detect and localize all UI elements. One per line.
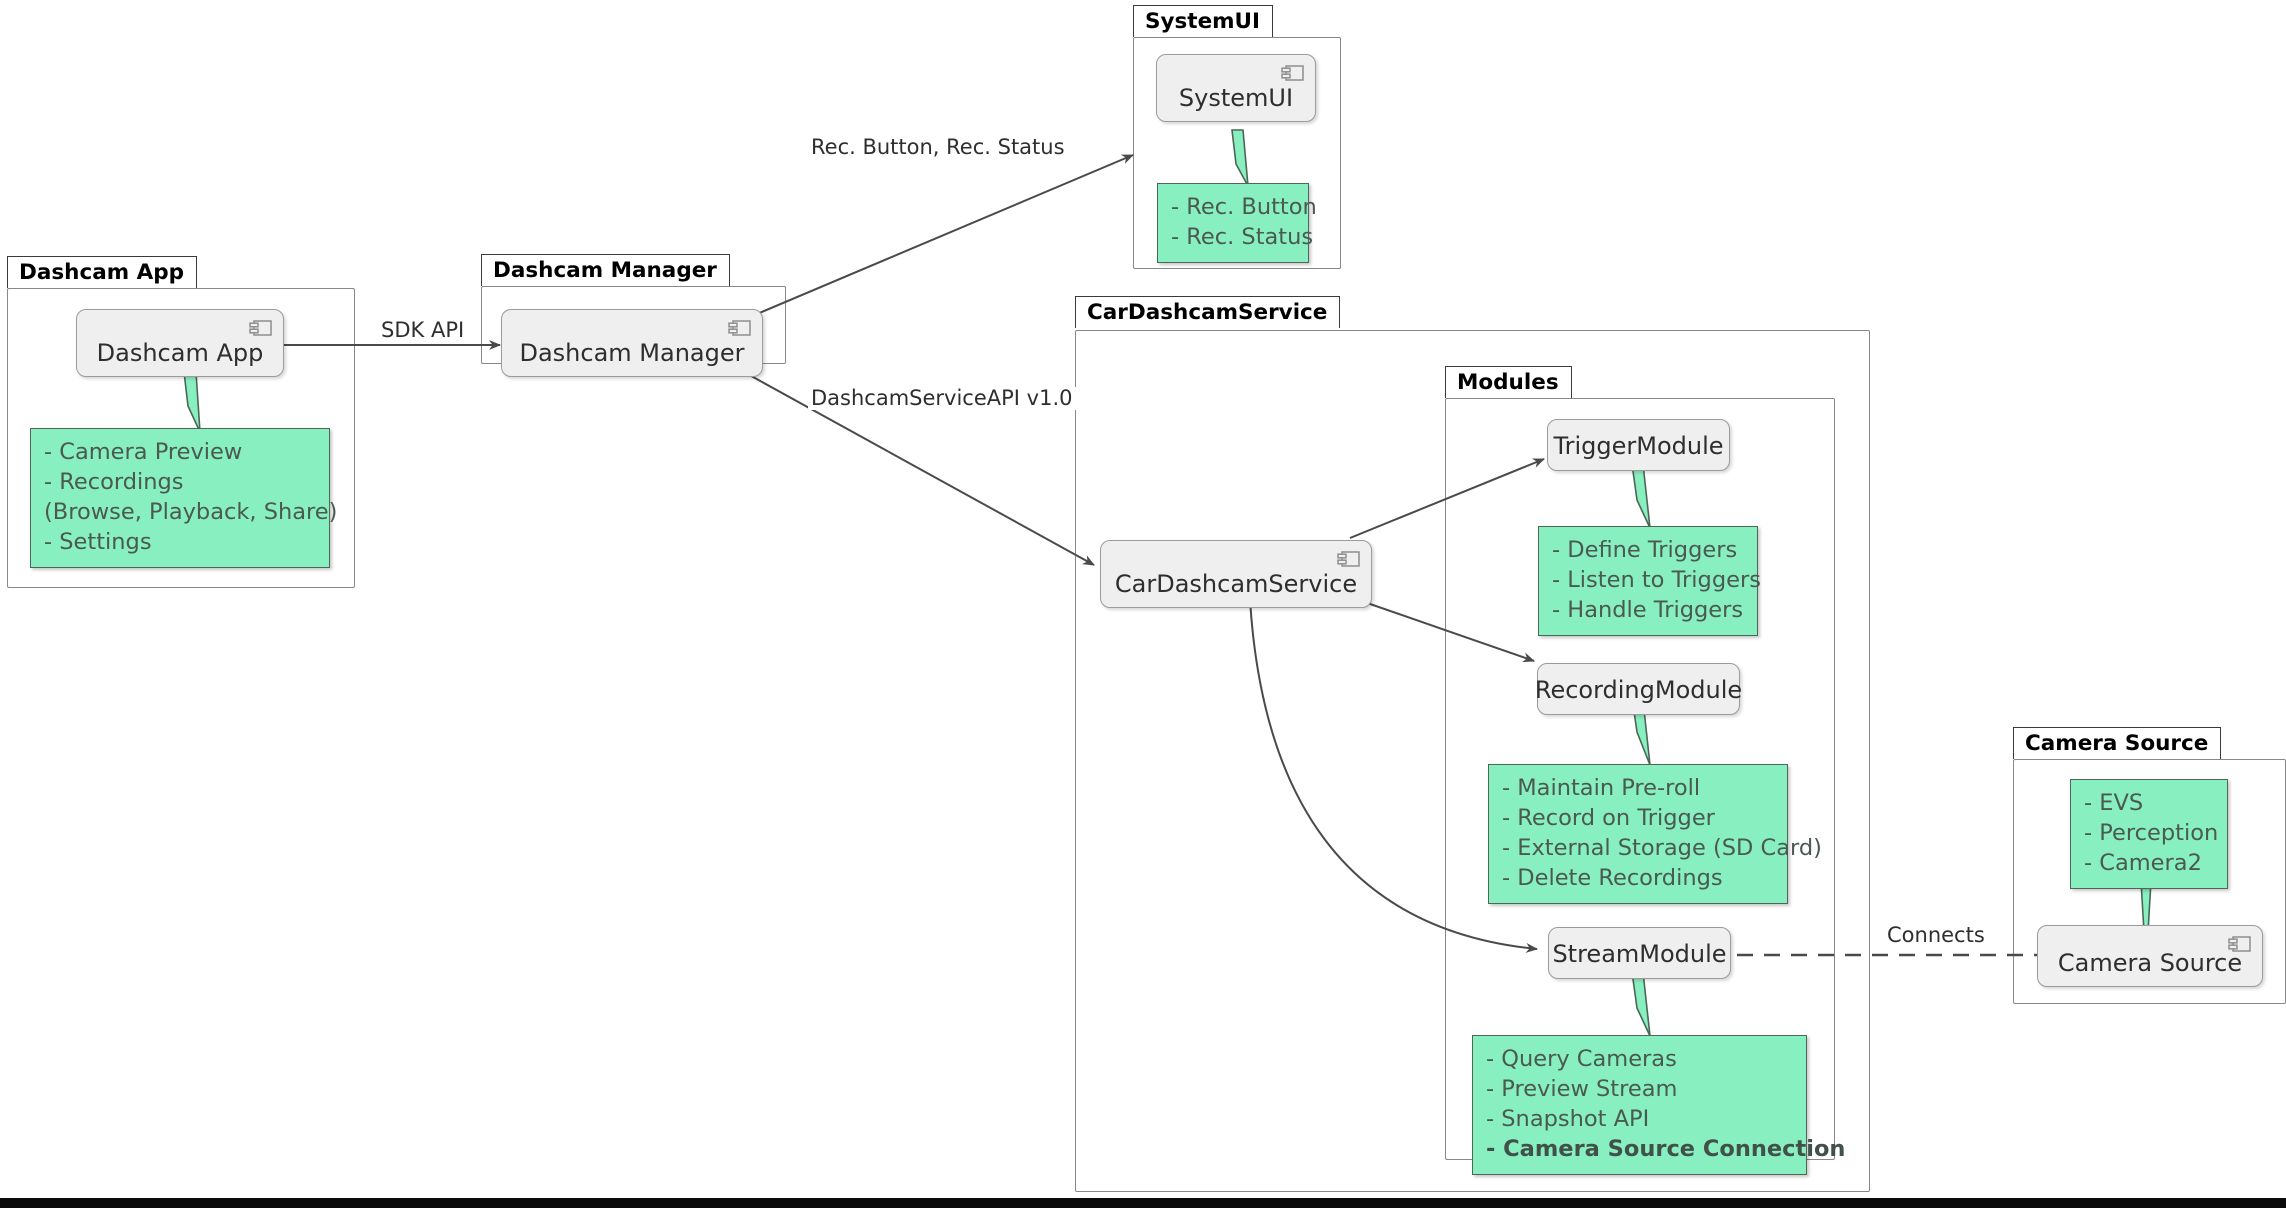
note-line: - Camera Source Connection [1486,1135,1846,1162]
component-triggermodule-label: TriggerModule [1553,432,1724,460]
edge-label-text: DashcamServiceAPI v1.0 [811,386,1073,410]
note-line: - Handle Triggers [1552,596,1744,623]
component-dashcam-app-label: Dashcam App [96,339,264,367]
edge-to-streammodule-line [1249,599,1538,953]
uml-component-icon [1337,551,1360,567]
edge-to-recordingmodule-line [1349,596,1535,663]
bottom-bar [0,1198,2286,1208]
edge-label-text: SDK API [381,318,465,342]
package-modules-tab: Modules [1445,366,1572,399]
note-line: - Rec. Button [1171,194,1317,220]
note-line: - Snapshot API [1486,1105,1650,1132]
component-streammodule-label: StreamModule [1552,940,1727,968]
note-line: (Browse, Playback, Share) [44,498,338,525]
component-dashcam-manager[interactable]: Dashcam Manager [501,309,763,377]
package-dashcam-manager-label: Dashcam Manager [493,258,717,283]
component-triggermodule[interactable]: TriggerModule [1547,419,1730,471]
note-recording-module: - Maintain Pre-roll - Record on Trigger … [1488,764,1822,904]
package-dashcam-app-label: Dashcam App [19,260,185,285]
component-camera-source-label: Camera Source [2057,949,2243,977]
component-systemui-label: SystemUI [1178,84,1294,112]
note-line: - Record on Trigger [1502,804,1715,831]
package-dashcam-app-body [7,288,355,588]
package-dashcam-manager-tab: Dashcam Manager [481,254,730,287]
edge-label-text: Rec. Button, Rec. Status [811,135,1065,159]
component-dashcam-app[interactable]: Dashcam App [76,309,284,377]
note-line: - Recordings [44,468,184,495]
package-dashcam-app-tab: Dashcam App [7,256,198,289]
note-anchor-dashcam-app [183,371,201,433]
note-systemui: - Rec. Button - Rec. Status [1157,183,1317,263]
package-cardashcamservice-body [1075,330,1870,1192]
note-line: - Camera Preview [44,439,243,465]
uml-component-icon [249,320,272,336]
package-cardashcamservice-label: CarDashcamService [1087,300,1328,325]
package-camera-source-label: Camera Source [2025,731,2209,756]
note-camera-source: - EVS - Perception - Camera2 [2070,779,2228,889]
edge-dashcamserviceapi-line [743,371,1095,566]
package-systemui-body [1133,37,1341,269]
note-trigger-module: - Define Triggers - Listen to Triggers -… [1538,526,1761,636]
component-dashcam-manager-label: Dashcam Manager [519,339,745,367]
note-line: - EVS [2084,790,2144,816]
component-cardashcamservice-label: CarDashcamService [1114,570,1358,598]
package-modules-label: Modules [1457,370,1559,395]
edge-label-sdk-api: SDK API [378,318,468,342]
note-line: - Settings [44,528,152,555]
edge-label-text: Connects [1887,923,1985,947]
note-line: - Query Cameras [1486,1046,1677,1072]
edge-to-triggermodule-line [1349,458,1545,539]
note-stream-module: - Query Cameras - Preview Stream - Snaps… [1472,1035,1846,1175]
component-recordingmodule-label: RecordingModule [1534,676,1743,704]
package-systemui-tab: SystemUI [1133,5,1274,38]
component-streammodule[interactable]: StreamModule [1548,927,1731,979]
package-camera-source-tab: Camera Source [2013,727,2222,760]
package-cardashcamservice-tab: CarDashcamService [1075,296,1341,329]
note-anchor-trigger-module [1631,463,1651,529]
edge-label-connects: Connects [1884,924,1988,947]
uml-component-icon [728,320,751,336]
component-recordingmodule[interactable]: RecordingModule [1534,663,1743,715]
note-line: - Delete Recordings [1502,864,1723,891]
component-systemui[interactable]: SystemUI [1156,54,1316,122]
note-line: - Define Triggers [1552,537,1738,563]
note-line: - Camera2 [2084,849,2202,876]
uml-component-icon [1281,65,1304,81]
component-cardashcamservice[interactable]: CarDashcamService [1100,540,1372,608]
note-line: - Maintain Pre-roll [1502,775,1701,801]
note-line: - External Storage (SD Card) [1502,834,1822,861]
uml-component-icon [2228,936,2251,952]
note-anchor-stream-module-tip [1631,971,1651,1037]
note-anchor-systemui [1231,129,1249,187]
note-line: - Perception [2084,819,2219,846]
package-systemui-label: SystemUI [1145,9,1261,34]
note-line: - Rec. Status [1171,223,1314,250]
edge-label-dashcamserviceapi: DashcamServiceAPI v1.0 [808,387,1076,410]
note-line: - Listen to Triggers [1552,566,1761,593]
component-camera-source[interactable]: Camera Source [2037,925,2263,987]
note-line: - Preview Stream [1486,1075,1678,1102]
edge-label-rec-button-status: Rec. Button, Rec. Status [808,136,1068,159]
note-dashcam-app: - Camera Preview - Recordings (Browse, P… [30,428,338,568]
edge-rec-button-status-line [737,154,1134,323]
